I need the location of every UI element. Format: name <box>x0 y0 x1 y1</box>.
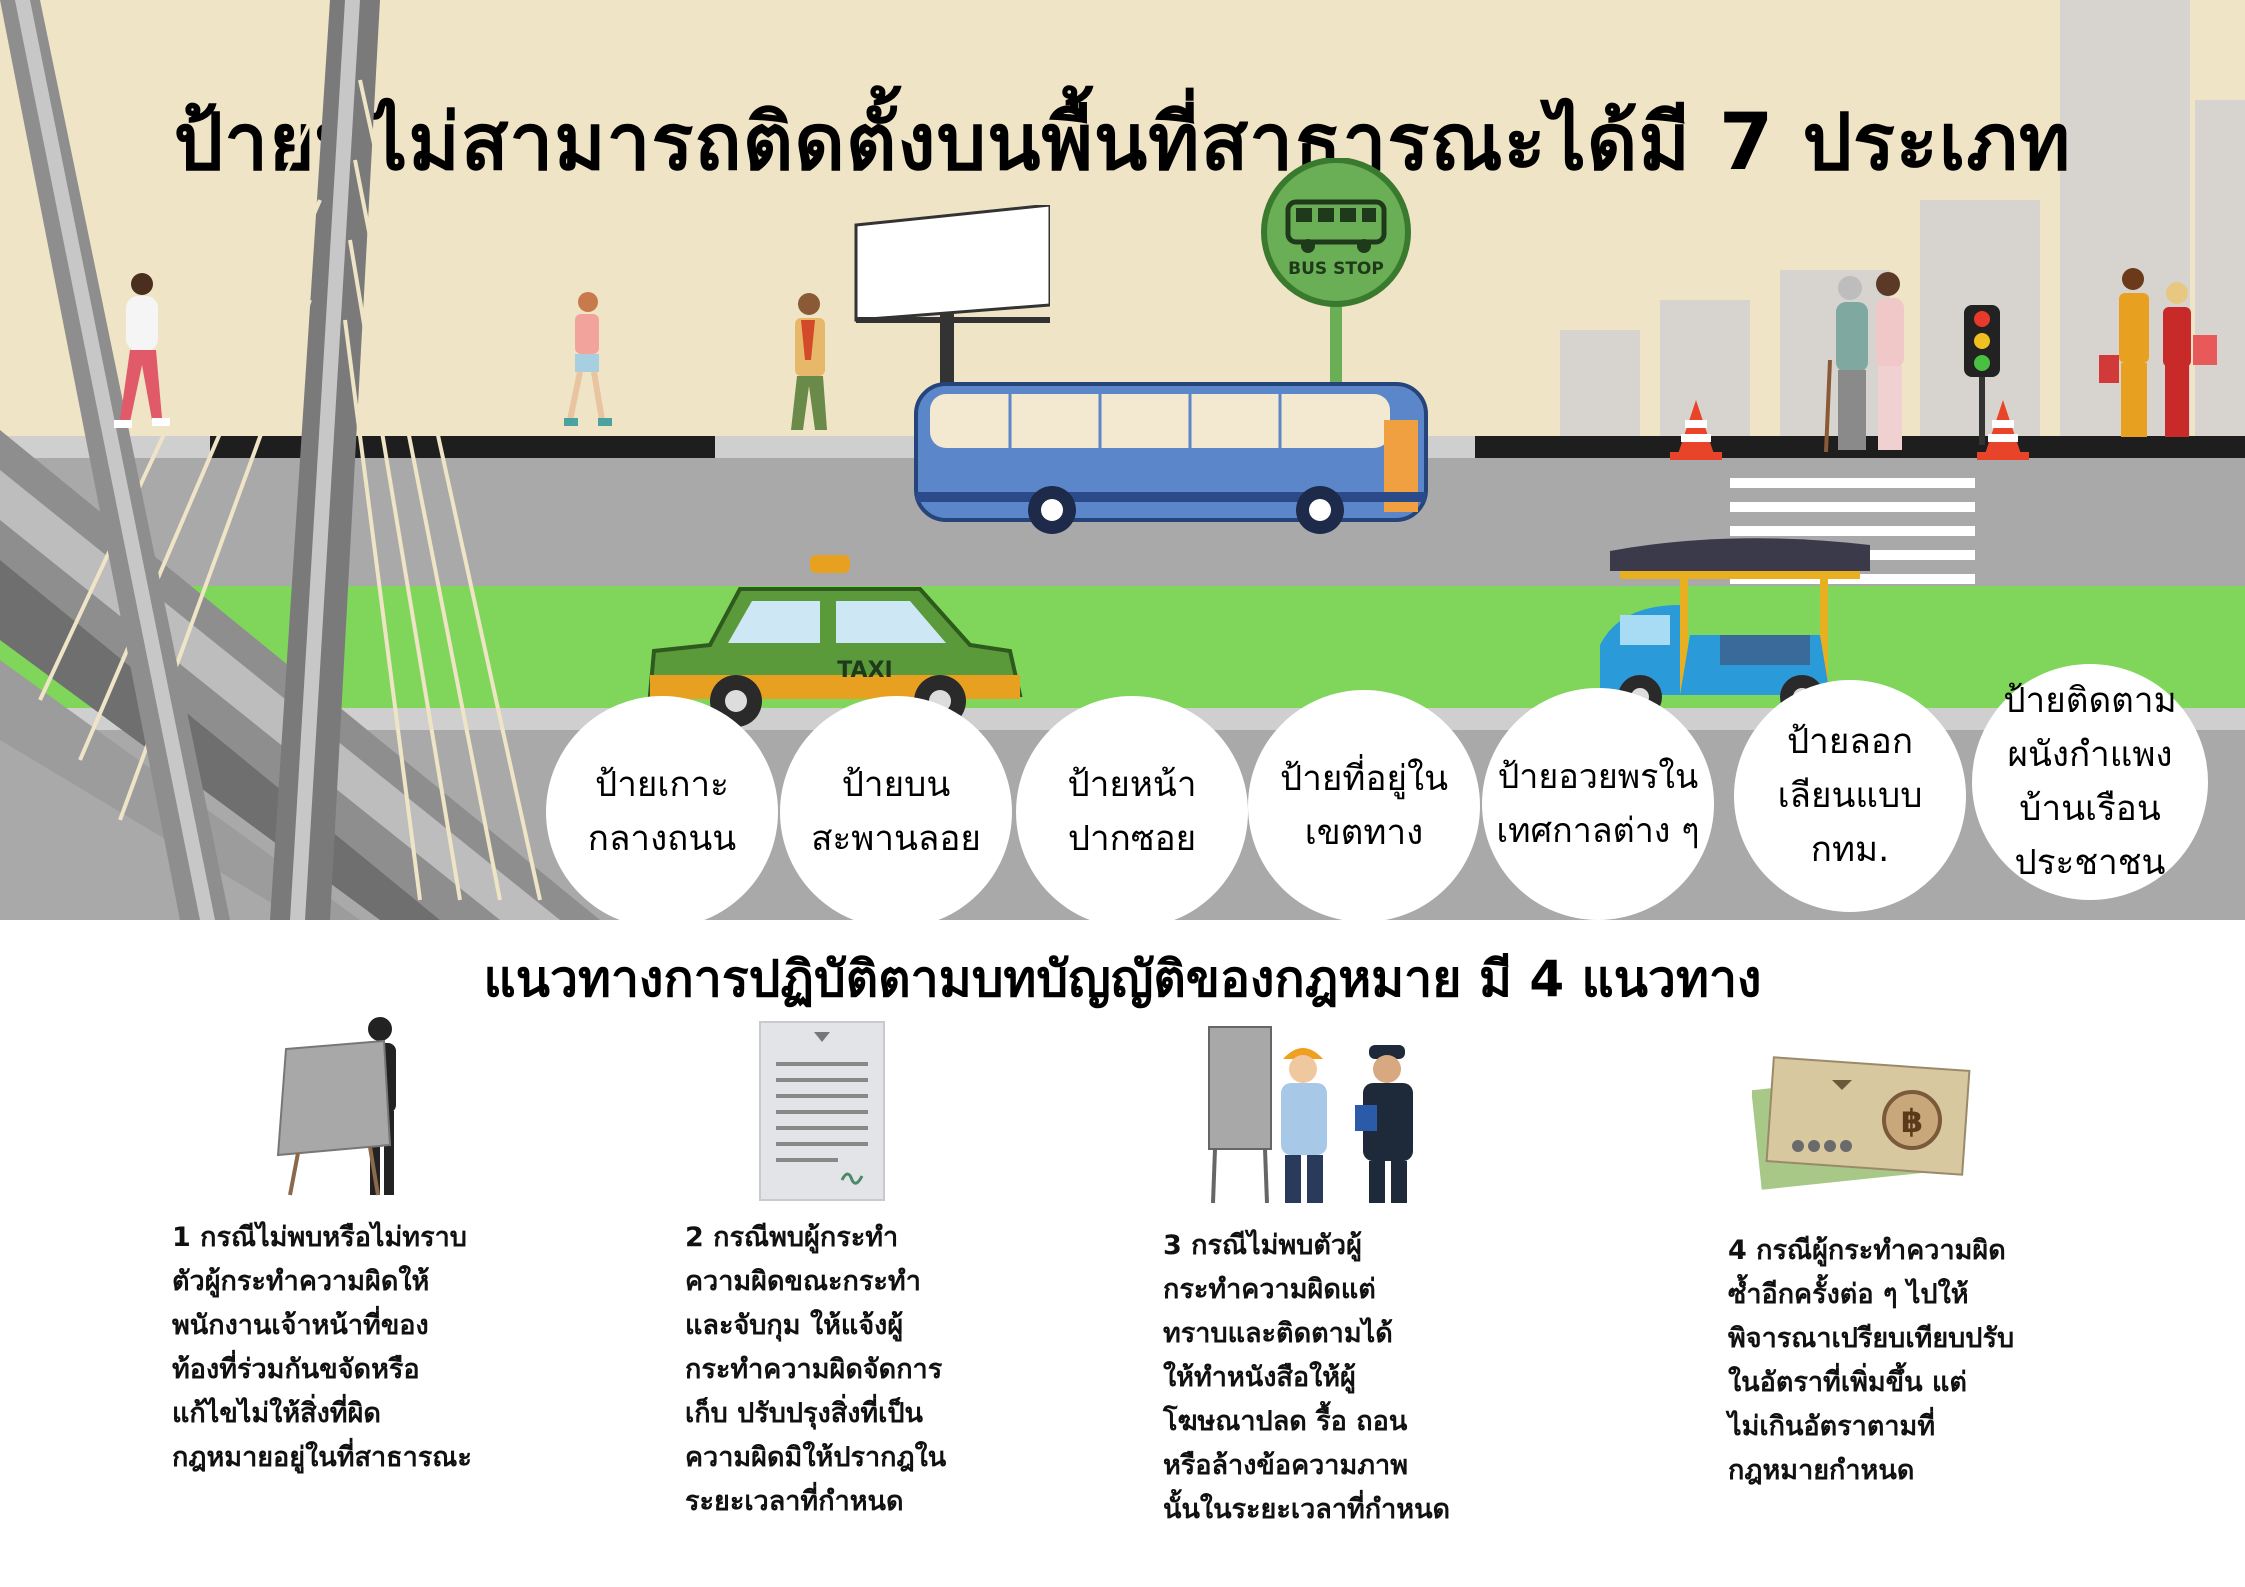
guidelines-title: แนวทางการปฏิบัติตามบทบัญญัติของกฎหมาย มี… <box>483 950 1762 1008</box>
bus-stop-label: BUS STOP <box>1288 259 1384 279</box>
page-title: ป้ายที่ไม่สามารถติดตั้งบนพื้นที่สาธารณะไ… <box>173 98 2072 188</box>
pedestrian-girl-icon <box>564 292 612 426</box>
billboard-icon <box>854 205 1050 390</box>
skyline-building <box>1660 300 1750 436</box>
crosswalk-stripe <box>1730 478 1975 488</box>
elderly-couple-icon <box>1824 272 1904 453</box>
sign-type-festival-greeting: ป้ายอวยพรใน เทศกาลต่าง ๆ <box>1482 688 1714 920</box>
bridge-illustration <box>0 0 600 920</box>
sign-type-alley-entrance: ป้ายหน้า ปากซอย <box>1016 696 1248 920</box>
officer-and-worker-icon <box>1208 1026 1413 1204</box>
crosswalk-stripe <box>1730 526 1975 536</box>
pedestrian-jogger-icon <box>114 273 170 428</box>
traffic-light-icon <box>1964 305 2000 445</box>
guideline-2-text: 2 กรณีพบผู้กระทำ ความผิดขณะกระทำ และจับก… <box>685 1222 947 1517</box>
svg-text:฿: ฿ <box>1901 1102 1923 1140</box>
taxi-label: TAXI <box>837 658 892 683</box>
guideline-3-text: 3 กรณีไม่พบตัวผู้ กระทำความผิดแต่ ทราบแล… <box>1163 1230 1451 1525</box>
traffic-cone-icon <box>1977 400 2029 460</box>
official-document-icon <box>759 1021 885 1201</box>
skyline-building <box>1780 270 1890 436</box>
sign-type-right-of-way: ป้ายที่อยู่ใน เขตทาง <box>1248 690 1480 920</box>
sign-type-house-walls: ป้ายติดตาม ผนังกำแพง บ้านเรือน ประชาชน <box>1972 664 2208 900</box>
person-carrying-sign-icon <box>276 1017 396 1196</box>
street-scene: ป้ายที่ไม่สามารถติดตั้งบนพื้นที่สาธารณะไ… <box>0 0 2245 920</box>
sign-type-overpass: ป้ายบน สะพานลอย <box>780 696 1012 920</box>
guideline-4-text: 4 กรณีผู้กระทำความผิด ซ้ำอีกครั้งต่อ ๆ ไ… <box>1728 1235 2015 1486</box>
crosswalk-stripe <box>1730 502 1975 512</box>
guideline-1-text: 1 กรณีไม่พบหรือไม่ทราบ ตัวผู้กระทำความผิ… <box>172 1222 472 1473</box>
bus-icon <box>914 382 1428 534</box>
traffic-cone-icon <box>1670 400 1722 460</box>
skyline-building <box>1560 330 1640 436</box>
shoppers-icon <box>2099 268 2217 437</box>
pedestrian-man-icon <box>791 293 827 430</box>
banknotes-icon: ฿ <box>1752 1056 1971 1190</box>
bus-stop-sign-icon: BUS STOP <box>1261 158 1411 398</box>
skyline-building <box>2195 100 2245 436</box>
sign-type-median: ป้ายเกาะ กลางถนน <box>546 696 778 920</box>
sign-type-bma-imitation: ป้ายลอก เลียนแบบ กทม. <box>1734 680 1966 912</box>
